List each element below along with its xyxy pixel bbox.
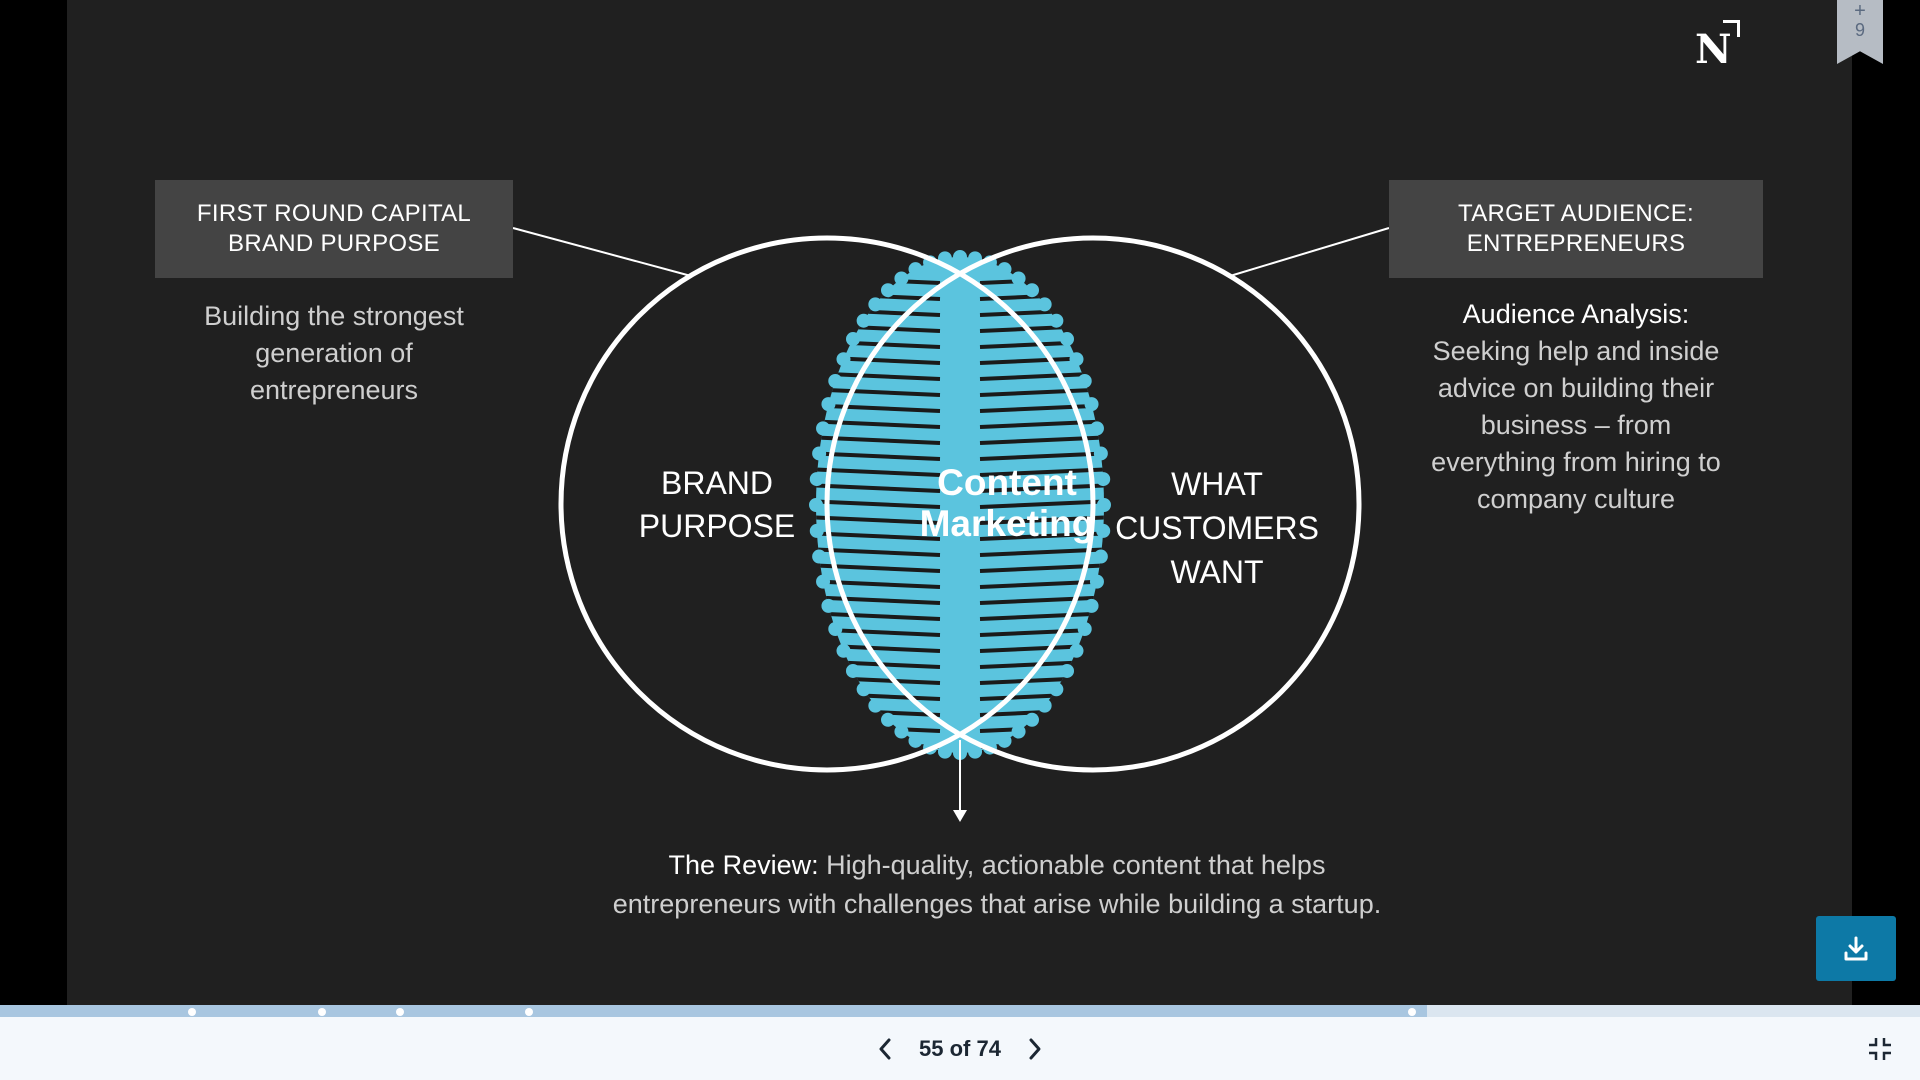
progress-marker[interactable] [1408, 1008, 1416, 1016]
brand-logo: N [1695, 20, 1755, 72]
review-arrow-head [953, 810, 967, 822]
brand-purpose-description: Building the strongest generation of ent… [204, 301, 464, 405]
left-box-line1: FIRST ROUND CAPITAL [196, 200, 472, 227]
bookmark-button[interactable]: + 9 [1837, 0, 1883, 64]
customers-want-circle [824, 235, 1362, 773]
left-box-line2: BRAND PURPOSE [228, 230, 440, 257]
audience-analysis-heading: Audience Analysis: [1462, 299, 1690, 329]
right-box-line1: TARGET AUDIENCE: [1458, 200, 1694, 227]
progress-fill [0, 1005, 1428, 1017]
customers-want-circle-label: WHAT CUSTOMERS WANT [1115, 466, 1319, 590]
right-box-line2: ENTREPRENEURS [1466, 230, 1686, 257]
bookmark-count: 9 [1854, 20, 1865, 40]
slide-canvas: N FIRST ROUND CAPITAL BRAND PURPOSE Buil… [67, 0, 1852, 1006]
progress-marker[interactable] [188, 1008, 196, 1016]
content-marketing-label: Content Marketing [919, 462, 1095, 544]
next-slide-button[interactable] [1020, 1031, 1050, 1067]
chevron-right-icon [1029, 1038, 1041, 1059]
viewer-toolbar: 55 of 74 [0, 1017, 1920, 1080]
slide-progress-bar[interactable] [0, 1005, 1920, 1017]
collapse-icon [1869, 1038, 1891, 1060]
chevron-left-icon [879, 1038, 891, 1059]
previous-slide-button[interactable] [870, 1031, 900, 1067]
progress-marker[interactable] [396, 1008, 404, 1016]
pager: 55 of 74 [870, 1017, 1050, 1080]
download-button[interactable] [1816, 916, 1896, 981]
plus-icon: + [1854, 0, 1866, 22]
review-line1: High-quality, actionable content that he… [826, 850, 1326, 880]
target-audience-label-box: TARGET AUDIENCE: ENTREPRENEURS [1389, 180, 1763, 278]
audience-analysis-description: Audience Analysis: Seeking help and insi… [1389, 296, 1763, 518]
right-connector-line [1229, 227, 1390, 277]
progress-marker[interactable] [318, 1008, 326, 1016]
download-icon [1844, 936, 1868, 960]
left-connector-line [512, 227, 692, 277]
brand-purpose-label-box: FIRST ROUND CAPITAL BRAND PURPOSE [155, 180, 513, 278]
brand-purpose-circle-label: BRAND PURPOSE [638, 465, 796, 544]
venn-diagram [512, 227, 1390, 822]
brand-purpose-circle [558, 235, 1096, 773]
exit-fullscreen-button[interactable] [1864, 1033, 1896, 1065]
review-line2: entrepreneurs with challenges that arise… [612, 889, 1382, 919]
progress-marker[interactable] [525, 1008, 533, 1016]
review-caption: The Review: High-quality, actionable con… [527, 846, 1467, 924]
review-heading: The Review: [668, 850, 819, 880]
page-indicator: 55 of 74 [919, 1035, 1001, 1061]
